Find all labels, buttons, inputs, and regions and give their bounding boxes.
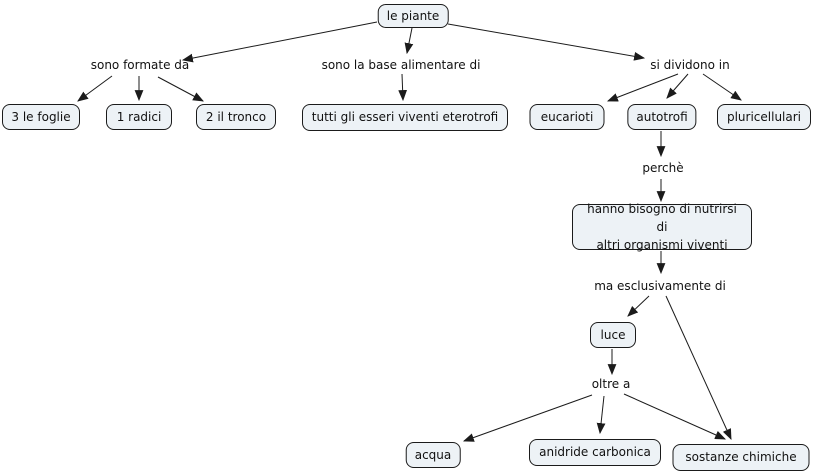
node-autotrofi[interactable]: autotrofi [627, 104, 697, 130]
node-eucarioti[interactable]: eucarioti [529, 104, 605, 130]
edge-label-base-alimentare: sono la base alimentare di [321, 58, 481, 72]
node-le-piante[interactable]: le piante [377, 4, 449, 28]
edge-base-alimentare-to-eterotrofi [398, 73, 408, 102]
edge-si-dividono-in-to-eucarioti [606, 73, 679, 102]
node-acqua[interactable]: acqua [405, 442, 461, 468]
node-pluricellulari[interactable]: pluricellulari [717, 104, 811, 130]
edge-le-piante-to-si-dividono-in [447, 23, 646, 61]
edge-si-dividono-in-to-pluricellulari [702, 73, 742, 101]
edge-le-piante-to-sono-formate-da [181, 21, 378, 63]
edge-ma-esclusivamente-to-sostanze-chimiche [665, 295, 732, 441]
node-nutrirsi[interactable]: hanno bisogno di nutrirsi di altri organ… [572, 202, 752, 252]
edge-label-sono-formate-da: sono formate da [90, 58, 190, 72]
node-sostanze-chimiche[interactable]: sostanze chimiche [672, 444, 810, 471]
node-il-tronco[interactable]: 2 il tronco [196, 104, 276, 130]
edge-si-dividono-in-to-autotrofi [666, 73, 689, 99]
edge-label-si-dividono-in: si dividono in [650, 58, 730, 72]
node-luce[interactable]: luce [590, 322, 636, 348]
edge-sono-formate-da-to-il-tronco [157, 76, 204, 102]
edge-oltre-a-to-anidride-carbonica [596, 395, 606, 435]
edge-label-perche: perchè [642, 161, 684, 175]
edge-oltre-a-to-acqua [462, 394, 593, 442]
edge-label-oltre-a: oltre a [591, 377, 631, 391]
edge-le-piante-to-base-alimentare [404, 27, 414, 55]
edge-sono-formate-da-to-le-foglie [77, 75, 113, 102]
edge-label-ma-esclusivamente-di: ma esclusivamente di [594, 279, 726, 293]
node-anidride-carbonica[interactable]: anidride carbonica [529, 439, 661, 466]
node-le-foglie[interactable]: 3 le foglie [2, 104, 80, 130]
node-radici[interactable]: 1 radici [106, 104, 172, 130]
edge-ma-esclusivamente-to-luce [627, 295, 650, 317]
node-eterotrofi[interactable]: tutti gli esseri viventi eterotrofi [302, 104, 508, 131]
edge-oltre-a-to-sostanze-chimiche [623, 393, 727, 440]
